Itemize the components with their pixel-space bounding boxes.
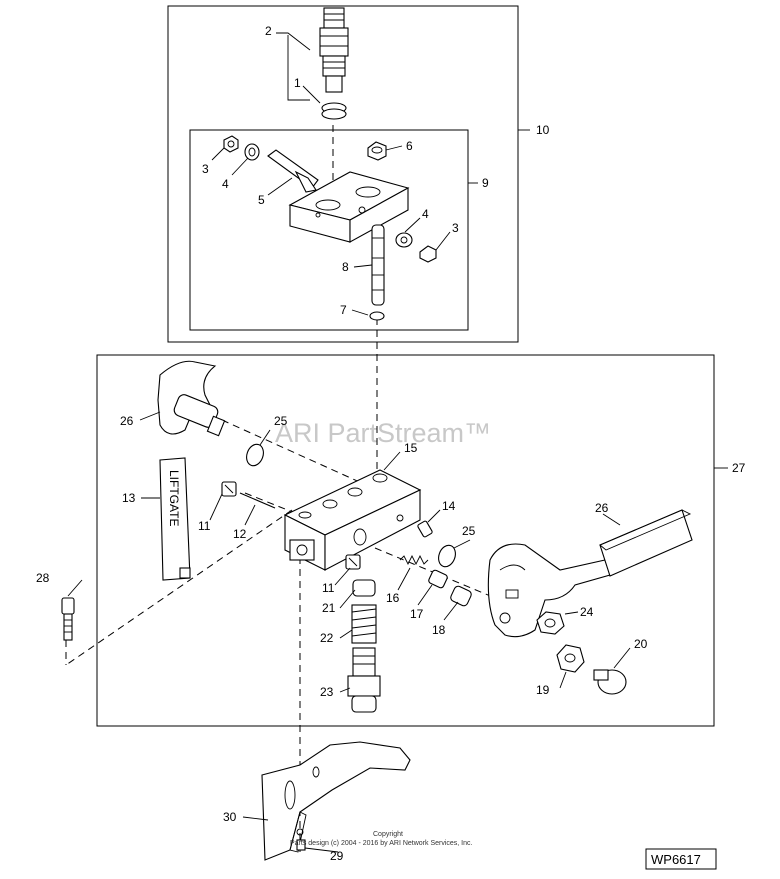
callout-8: 8 xyxy=(342,260,349,274)
part-24-nut xyxy=(536,611,565,635)
manifold-block xyxy=(288,171,410,243)
part-4-washer-right xyxy=(395,232,413,248)
frame-assembly-9 xyxy=(189,129,469,331)
part-20-knob xyxy=(593,669,627,695)
diagram-code: WP6617 xyxy=(651,852,701,867)
part-11-clip-lower xyxy=(345,554,361,570)
callout-16: 16 xyxy=(386,591,400,605)
callout-25b: 25 xyxy=(462,524,476,538)
callout-labels: 2 1 3 4 5 6 9 10 4 3 8 7 26 25 15 27 13 … xyxy=(36,24,746,863)
callout-23: 23 xyxy=(320,685,334,699)
part-2-valve-cartridge xyxy=(319,7,349,93)
part-19-nut xyxy=(556,644,585,673)
part-16-spring xyxy=(399,554,429,566)
part-11-clip-upper xyxy=(221,481,237,497)
callout-3b: 3 xyxy=(452,221,459,235)
callout-14: 14 xyxy=(442,499,456,513)
callout-26a: 26 xyxy=(120,414,134,428)
part-28-bolt xyxy=(61,597,75,641)
copyright-line-1: Copyright xyxy=(373,831,403,838)
callout-19: 19 xyxy=(536,683,550,697)
part-25-o-ring-left xyxy=(246,443,264,467)
callout-25a: 25 xyxy=(274,414,288,428)
callout-20: 20 xyxy=(634,637,648,651)
callout-21: 21 xyxy=(322,601,336,615)
watermark: ARI PartStream™ xyxy=(275,418,491,448)
part-15-valve-body xyxy=(283,469,422,571)
part-17-plunger xyxy=(428,569,448,589)
diagram-code-box xyxy=(645,848,717,870)
part-25-o-ring-right xyxy=(438,544,456,568)
callout-7: 7 xyxy=(340,303,347,317)
callout-26b: 26 xyxy=(595,501,609,515)
callout-18: 18 xyxy=(432,623,446,637)
part-4-washer xyxy=(244,143,260,161)
callout-27: 27 xyxy=(732,461,746,475)
callout-3: 3 xyxy=(202,162,209,176)
part-29-screw xyxy=(296,839,306,851)
callout-24: 24 xyxy=(580,605,594,619)
part-26-handle-right xyxy=(487,509,693,638)
callout-11b: 11 xyxy=(322,581,335,595)
callout-30: 30 xyxy=(223,810,237,824)
frame-assembly-27 xyxy=(96,354,715,727)
frame-assembly-10 xyxy=(167,5,519,343)
callout-13: 13 xyxy=(122,491,136,505)
callout-28: 28 xyxy=(36,571,50,585)
callout-17: 17 xyxy=(410,607,424,621)
callout-4b: 4 xyxy=(422,207,429,221)
part-3-nut-right xyxy=(419,245,437,263)
callout-29: 29 xyxy=(330,849,344,863)
part-5-stud xyxy=(267,149,319,193)
part-13-decal-plate: LIFTGATE xyxy=(159,457,191,581)
part-26-handle-left xyxy=(157,360,226,437)
callout-4: 4 xyxy=(222,177,229,191)
part-8-spool xyxy=(371,224,385,306)
part-23-adjuster xyxy=(347,647,381,713)
callout-9: 9 xyxy=(482,176,489,190)
callout-10: 10 xyxy=(536,123,550,137)
leader-lines xyxy=(67,32,728,853)
callout-12: 12 xyxy=(233,527,247,541)
part-14-screw xyxy=(417,520,433,538)
callout-1: 1 xyxy=(294,76,301,90)
callout-6: 6 xyxy=(406,139,413,153)
callout-5: 5 xyxy=(258,193,265,207)
part-21-bushing xyxy=(352,579,376,597)
callout-2: 2 xyxy=(265,24,272,38)
copyright-line-2: Parts design (c) 2004 - 2016 by ARI Netw… xyxy=(290,840,473,847)
part-3-nut xyxy=(223,135,239,153)
callout-11a: 11 xyxy=(198,519,211,533)
part-22-spring xyxy=(351,604,377,644)
part-30-bracket xyxy=(261,741,411,861)
callout-22: 22 xyxy=(320,631,334,645)
callout-15: 15 xyxy=(404,441,418,455)
svg-text:LIFTGATE: LIFTGATE xyxy=(167,470,181,526)
part-6-nut xyxy=(367,141,387,161)
part-18-cap xyxy=(450,585,472,607)
part-7-o-ring xyxy=(369,311,385,321)
part-12-pin xyxy=(239,492,276,509)
